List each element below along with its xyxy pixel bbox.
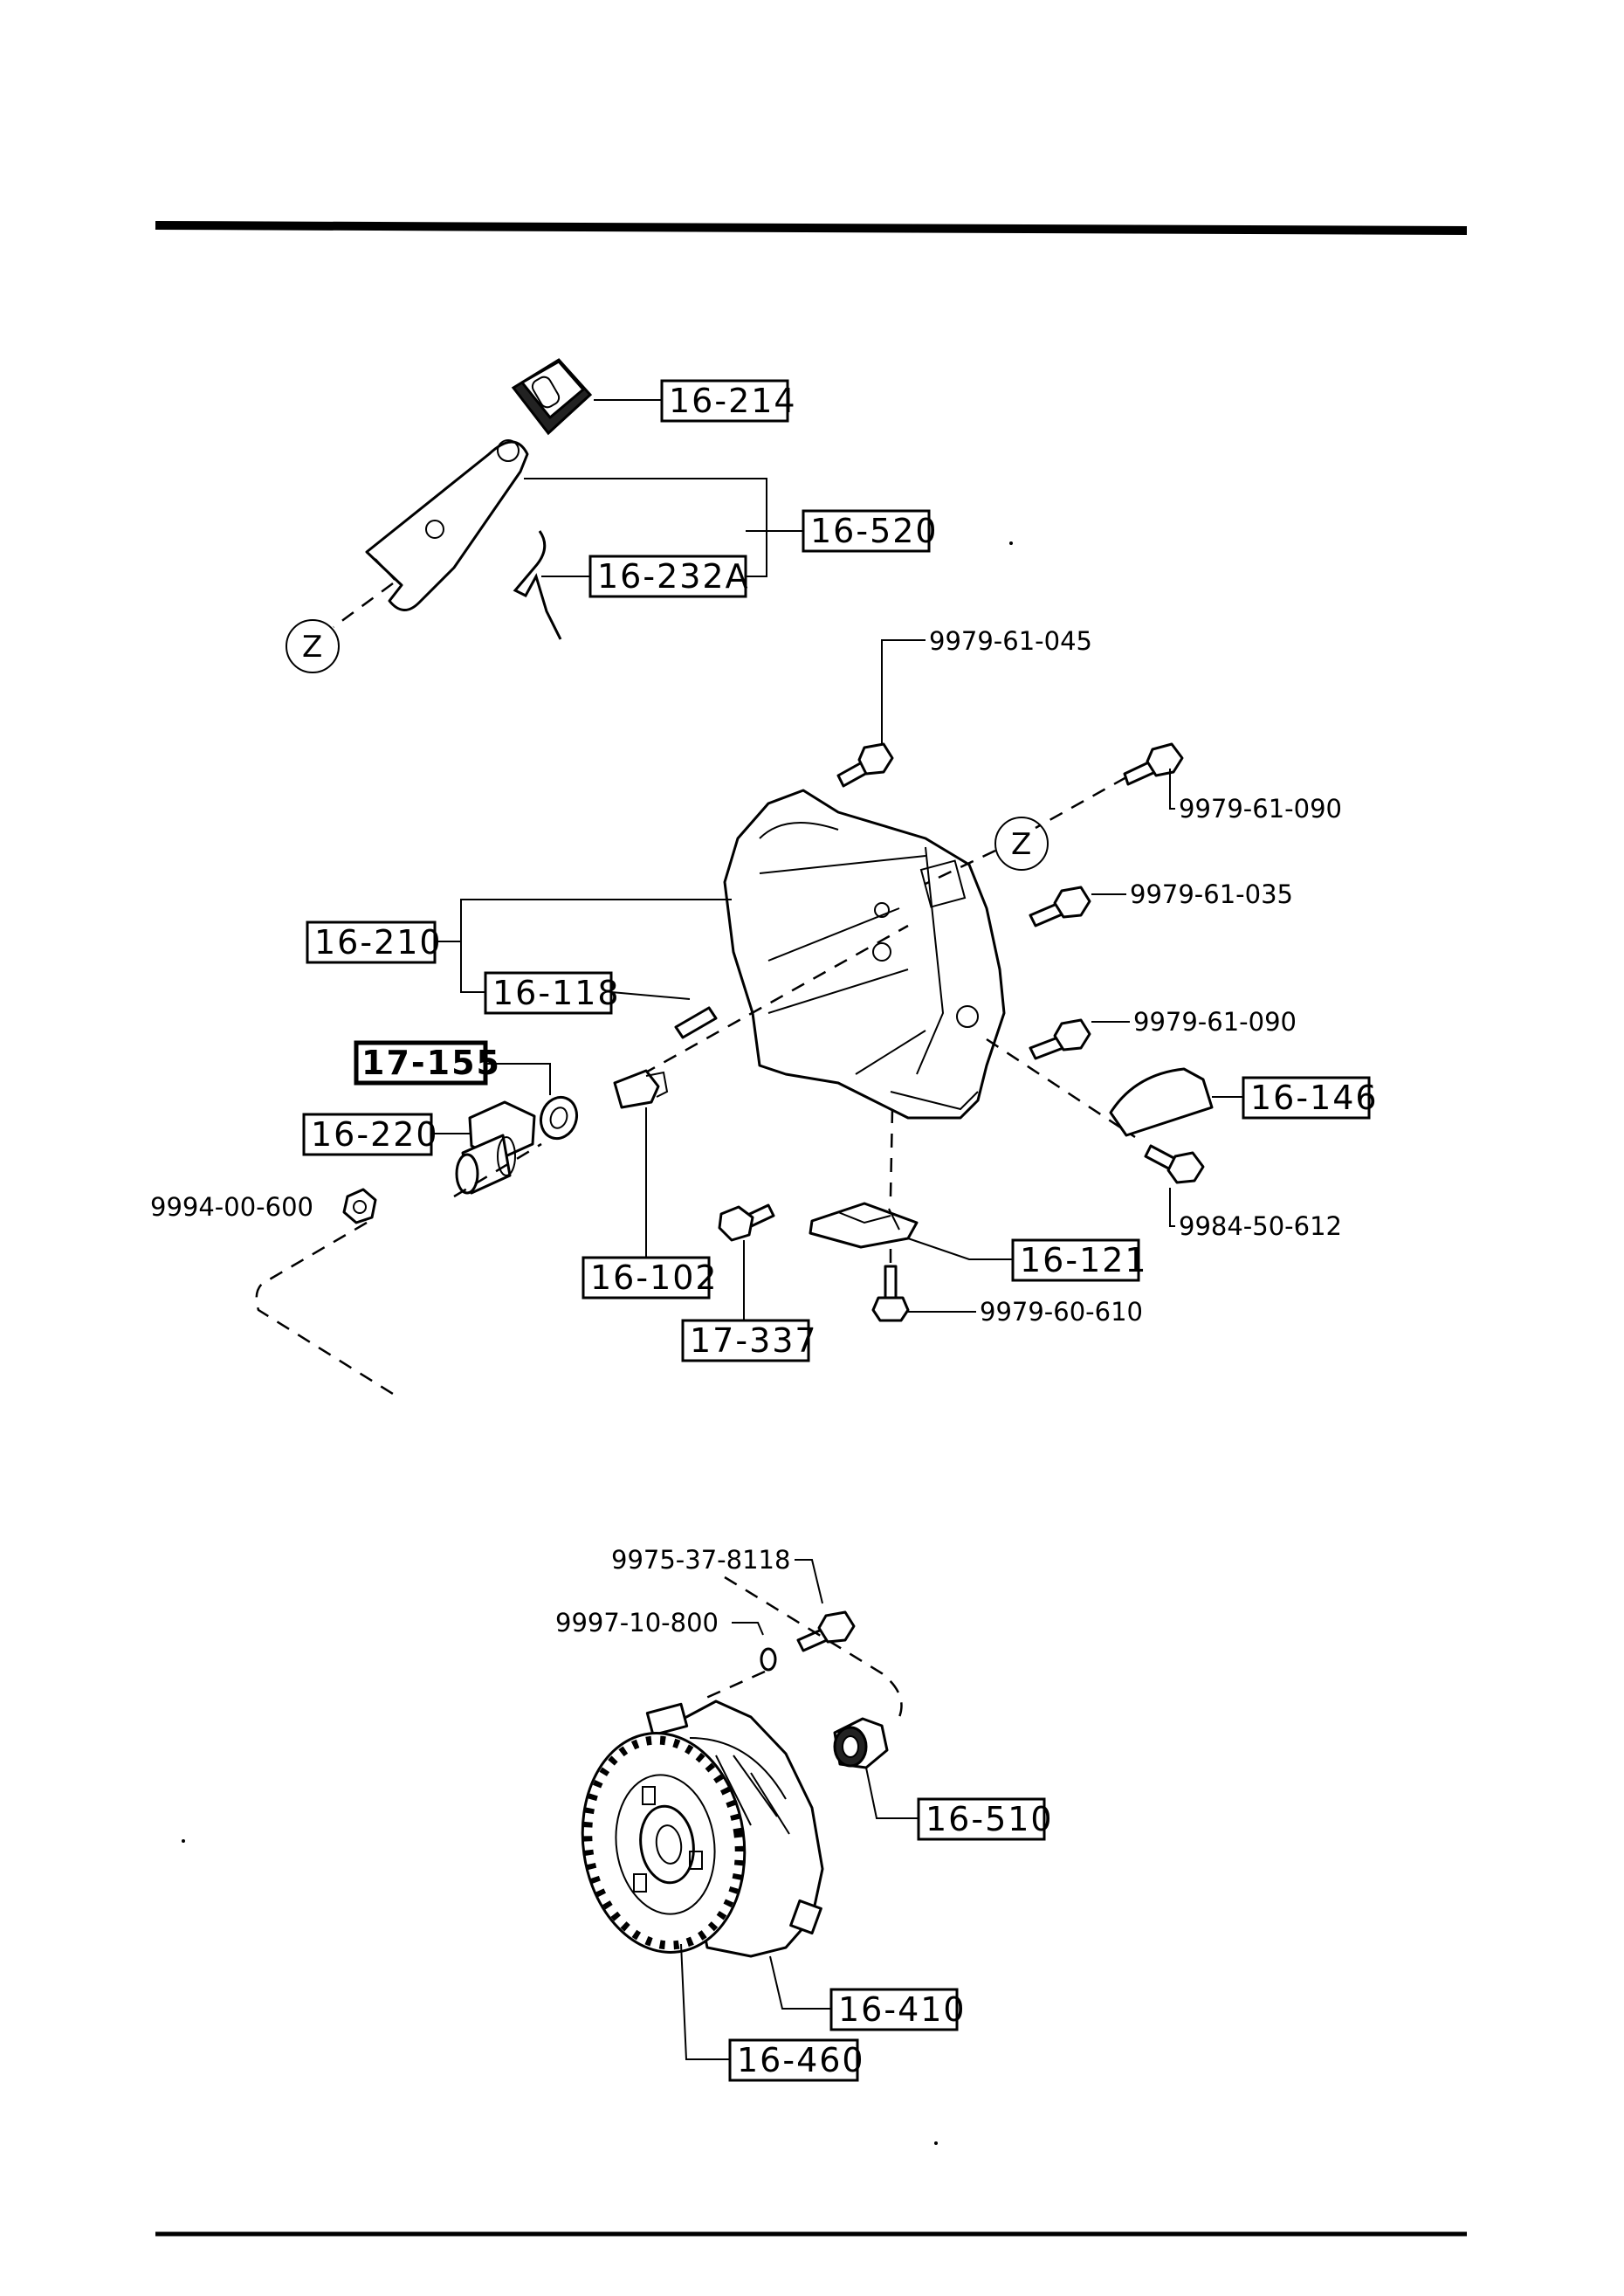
label-box-16-510	[917, 1797, 1046, 1841]
label-16-410: 16-410	[838, 1990, 967, 2029]
bracket-part	[809, 1202, 919, 1249]
nut-9994-00-600-icon	[342, 1188, 377, 1224]
label-box-16-102	[581, 1256, 711, 1300]
pn-9979-61-090-mid: 9979-61-090	[1133, 1007, 1297, 1037]
dust-cover-part	[1109, 1067, 1214, 1137]
release-fork-part	[365, 439, 529, 611]
label-box-16-214	[660, 379, 789, 423]
label-box-16-520	[802, 509, 931, 553]
bolt-9984-50-612-icon	[1144, 1144, 1205, 1184]
label-16-520: 16-520	[810, 512, 939, 550]
z-marker-left: Z	[302, 630, 322, 665]
bolt-9979-61-090-top-icon	[1123, 742, 1184, 786]
fork-boot-part	[511, 358, 593, 436]
washer-9997-10-800-icon	[760, 1647, 777, 1672]
release-bearing-part	[833, 1717, 889, 1769]
pn-9997-10-800: 9997-10-800	[555, 1608, 719, 1638]
label-box-17-337	[681, 1319, 810, 1362]
pn-9984-50-612: 9984-50-612	[1179, 1211, 1342, 1241]
z-marker-left-icon	[286, 619, 340, 673]
label-16-220: 16-220	[311, 1115, 439, 1154]
bolt-9979-61-090-mid-icon	[1029, 1018, 1091, 1060]
pn-9979-61-045: 9979-61-045	[929, 626, 1092, 656]
label-box-16-460	[728, 2038, 859, 2082]
clutch-housing-part	[723, 789, 1006, 1120]
bolt-9979-60-610-icon	[871, 1265, 910, 1322]
bearing-guide-part	[455, 1100, 536, 1195]
label-17-337: 17-337	[690, 1321, 818, 1360]
pn-9975-37-8118: 9975-37-8118	[611, 1545, 790, 1575]
label-17-155: 17-155	[361, 1044, 501, 1082]
oil-seal-part	[539, 1095, 579, 1141]
z-marker-right-icon	[994, 817, 1049, 871]
label-16-510: 16-510	[926, 1800, 1054, 1838]
label-box-16-232A	[588, 555, 747, 598]
label-16-460: 16-460	[737, 2041, 865, 2079]
stud-part	[674, 1006, 718, 1039]
pn-9979-61-090-top: 9979-61-090	[1179, 794, 1342, 824]
label-box-16-146	[1242, 1076, 1371, 1120]
z-marker-right: Z	[1011, 827, 1031, 862]
clutch-disc-part	[581, 1732, 747, 1954]
bolt-9979-61-035-icon	[1029, 886, 1091, 927]
label-16-102: 16-102	[590, 1258, 719, 1297]
label-16-118: 16-118	[492, 974, 621, 1012]
pn-9979-60-610: 9979-60-610	[980, 1297, 1143, 1327]
plug-part	[613, 1069, 669, 1109]
bolt-9979-61-045-icon	[836, 742, 894, 788]
pn-9994-00-600: 9994-00-600	[150, 1192, 313, 1222]
label-16-232A: 16-232A	[597, 557, 750, 596]
label-16-210: 16-210	[314, 923, 443, 962]
label-16-146: 16-146	[1250, 1079, 1379, 1117]
bolt-17-337-icon	[718, 1203, 775, 1242]
label-box-16-210	[306, 920, 437, 964]
bolt-9975-37-8118-icon	[796, 1610, 856, 1652]
retaining-clip-part	[513, 530, 562, 640]
label-16-121: 16-121	[1020, 1241, 1148, 1279]
pn-9979-61-035: 9979-61-035	[1130, 879, 1293, 909]
top-rule	[155, 221, 1468, 235]
label-16-214: 16-214	[669, 382, 797, 420]
label-box-16-410	[829, 1988, 959, 2031]
label-box-16-121	[1011, 1238, 1140, 1282]
